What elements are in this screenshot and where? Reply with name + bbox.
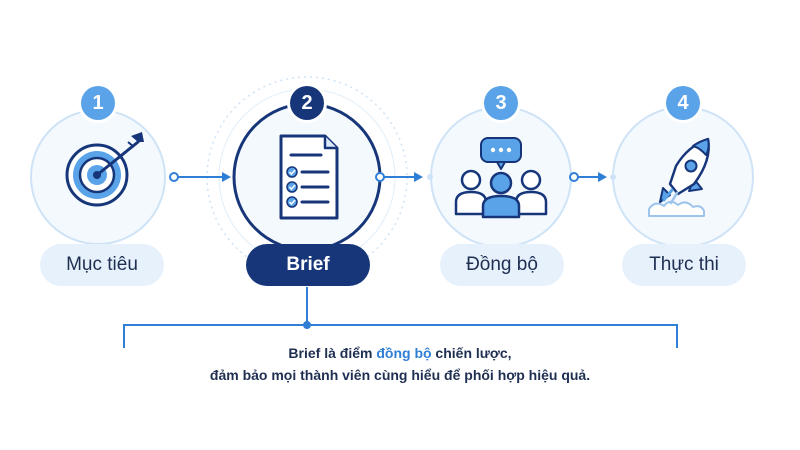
team-chat-icon — [454, 137, 548, 219]
target-icon — [65, 132, 144, 207]
caption-line-1: Brief là điểm đồng bộ chiến lược, — [150, 342, 650, 364]
caption-bracket — [123, 287, 678, 348]
step-4-label: Thực thi — [622, 244, 746, 286]
step-1-number-badge: 1 — [81, 86, 115, 120]
step-3-label: Đồng bộ — [440, 244, 564, 286]
step-2-number-badge: 2 — [290, 86, 324, 120]
connector-3-4 — [569, 172, 616, 182]
connector-2-3 — [375, 172, 433, 182]
step-2-label: Brief — [246, 244, 370, 286]
step-4-number-badge: 4 — [666, 86, 700, 120]
caption-line-1-start: Brief là điểm — [288, 345, 377, 361]
rocket-icon — [648, 137, 710, 217]
caption-text: Brief là điểm đồng bộ chiến lược, đảm bả… — [150, 342, 650, 386]
caption-highlight: đồng bộ — [376, 345, 432, 361]
caption-line-1-end: chiến lược, — [431, 345, 512, 361]
connector-1-2 — [169, 172, 231, 182]
step-3-number-badge: 3 — [484, 86, 518, 120]
caption-line-2: đảm bảo mọi thành viên cùng hiểu để phối… — [209, 367, 591, 383]
step-1-label: Mục tiêu — [40, 244, 164, 286]
document-checklist-icon — [279, 134, 339, 220]
